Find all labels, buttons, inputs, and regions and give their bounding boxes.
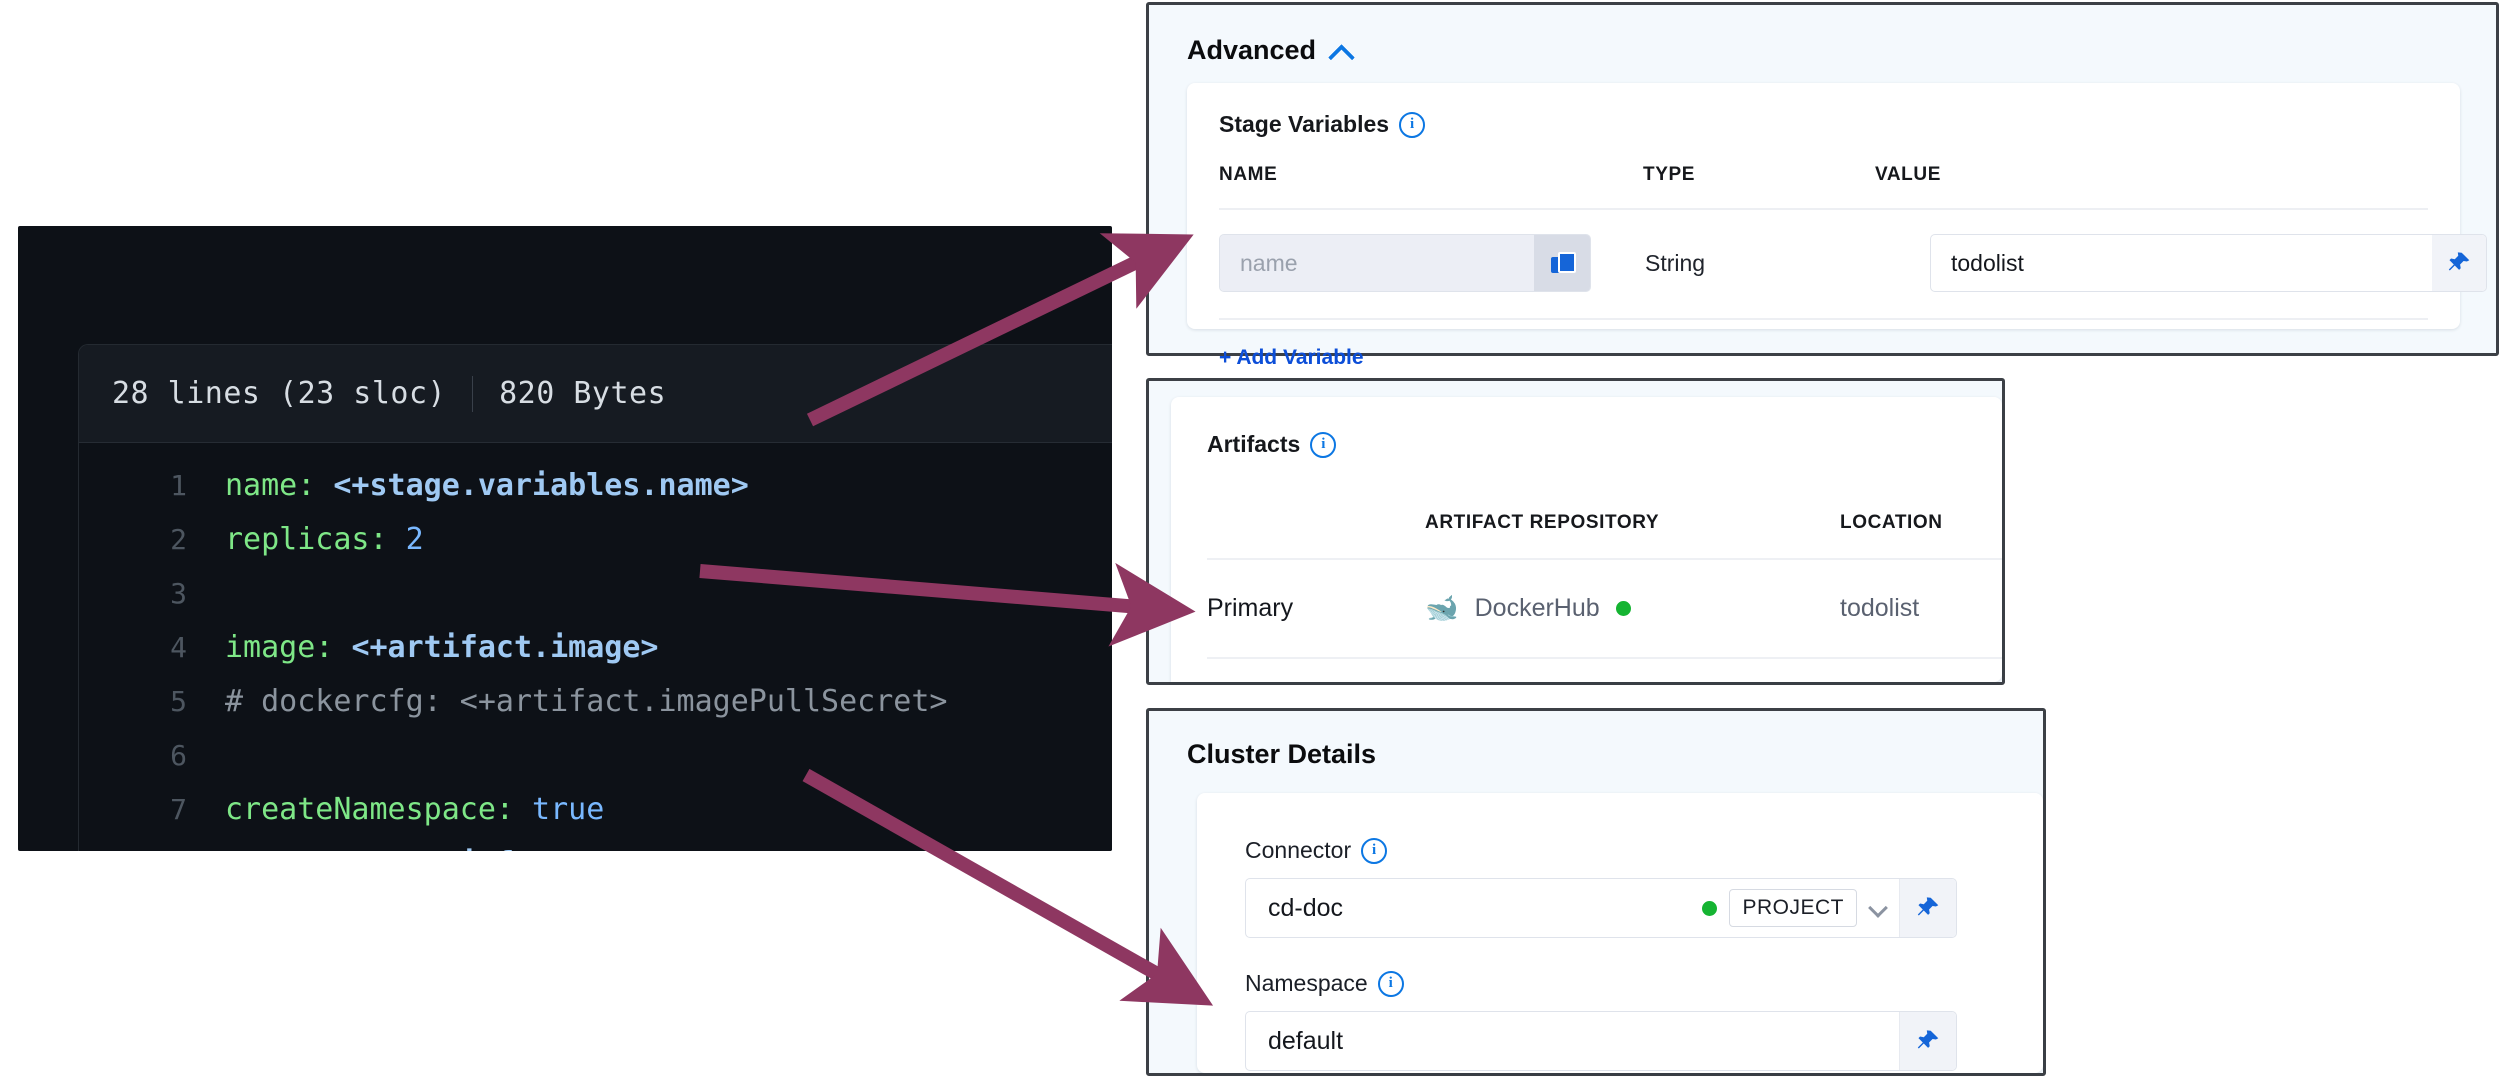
artifacts-panel: Artifacts i ARTIFACT REPOSITORY LOCATION… xyxy=(1146,378,2005,685)
code-line-6: 6 xyxy=(79,729,1112,783)
code-line-4: 4 image: <+artifact.image> xyxy=(79,621,1112,675)
namespace-value[interactable]: default xyxy=(1268,1026,1344,1055)
code-line-5: 5 # dockercfg: <+artifact.imagePullSecret… xyxy=(79,675,1112,729)
connector-label: Connector xyxy=(1245,837,1352,863)
code-line-8: 8namespace: <+infra.namespace> xyxy=(79,837,1112,851)
info-icon[interactable]: i xyxy=(1310,431,1337,458)
cluster-namespace-field[interactable]: default xyxy=(1245,1011,1957,1071)
cluster-details-card: Connector i cd-doc PROJECT Namespace i d… xyxy=(1197,793,2043,1073)
pencil-icon[interactable] xyxy=(2487,248,2501,278)
add-variable-button[interactable]: + Add Variable xyxy=(1219,346,1364,369)
code-line-number: 2 xyxy=(170,523,187,556)
column-header-location: LOCATION xyxy=(1840,512,1943,533)
status-dot-connected xyxy=(1702,900,1718,916)
code-line-2: 2 replicas: 2 xyxy=(79,513,1112,567)
stage-variable-value-text[interactable]: todolist xyxy=(1951,249,2024,276)
column-header-artifact-repository: ARTIFACT REPOSITORY xyxy=(1425,512,1660,533)
code-line-text: createNamespace: true xyxy=(225,792,605,827)
advanced-section-header[interactable]: Advanced xyxy=(1149,5,2496,66)
copy-icon[interactable] xyxy=(1534,235,1590,291)
advanced-panel: Advanced Stage Variables i NAME TYPE VAL… xyxy=(1146,2,2499,369)
code-line-number: 7 xyxy=(170,793,187,826)
stage-variable-name-text[interactable]: name xyxy=(1220,235,1534,291)
artifact-repository-cell[interactable]: 🐋 DockerHub xyxy=(1425,594,1840,623)
artifact-repository-name: DockerHub xyxy=(1474,594,1600,622)
stage-variable-value-input[interactable]: todolist xyxy=(1930,234,2487,292)
chevron-down-icon[interactable] xyxy=(1869,899,1887,917)
info-icon[interactable]: i xyxy=(1399,111,1426,138)
column-header-name: NAME xyxy=(1219,164,1278,185)
code-line-text: # dockercfg: <+artifact.imagePullSecret> xyxy=(225,684,948,719)
code-line-7: 7 createNamespace: true xyxy=(79,783,1112,837)
code-line-number: 3 xyxy=(170,577,187,610)
code-line-count: 28 lines (23 sloc) xyxy=(112,376,447,411)
stage-variable-row: name String todolist xyxy=(1219,210,2487,320)
code-line-text: namespace: <+infra.namespace> xyxy=(225,837,749,851)
artifacts-table-header: ARTIFACT REPOSITORY LOCATION xyxy=(1207,484,2002,560)
artifacts-label-row: Artifacts i xyxy=(1207,431,2002,458)
pin-icon[interactable] xyxy=(1899,1012,1956,1070)
code-line-text: name: <+stage.variables.name> xyxy=(225,468,749,503)
status-dot-connected xyxy=(1615,601,1631,616)
code-line-text: replicas: 2 xyxy=(225,522,424,557)
artifacts-card: Artifacts i ARTIFACT REPOSITORY LOCATION… xyxy=(1171,397,2002,682)
pin-icon[interactable] xyxy=(1899,879,1956,937)
cluster-details-title: Cluster Details xyxy=(1187,739,1377,769)
code-line-number: 8 xyxy=(79,837,225,851)
code-line-1: 1 name: <+stage.variables.name> xyxy=(79,459,1112,513)
artifacts-primary-row[interactable]: Primary 🐋 DockerHub todolist xyxy=(1207,560,2002,659)
code-line-number: 1 xyxy=(170,469,187,502)
code-file-viewer: 28 lines (23 sloc) 820 Bytes 1 name: <+st… xyxy=(18,226,1112,851)
info-icon[interactable]: i xyxy=(1377,970,1404,997)
column-header-blank xyxy=(1207,512,1425,534)
cluster-details-panel: Cluster Details Connector i cd-doc PROJE… xyxy=(1146,708,2046,1076)
artifact-location: todolist xyxy=(1840,594,1920,622)
stage-variables-label: Stage Variables xyxy=(1219,111,1390,137)
docker-whale-icon: 🐋 xyxy=(1425,593,1459,623)
meta-divider xyxy=(472,375,474,412)
stage-variables-card: Stage Variables i NAME TYPE VALUE name S… xyxy=(1187,83,2487,369)
connector-field[interactable]: cd-doc PROJECT xyxy=(1245,878,1957,938)
column-header-value: VALUE xyxy=(1875,164,1941,185)
code-line-3: 3 xyxy=(79,567,1112,621)
code-line-number: 4 xyxy=(170,631,187,664)
connector-value[interactable]: cd-doc xyxy=(1268,893,1344,922)
connector-scope-chip[interactable]: PROJECT xyxy=(1729,889,1857,927)
stage-variable-name-input[interactable]: name xyxy=(1219,234,1591,292)
stage-variable-type: String xyxy=(1645,249,1706,276)
namespace-label: Namespace xyxy=(1245,970,1368,996)
stage-variables-table-header: NAME TYPE VALUE xyxy=(1219,164,2428,210)
artifact-kind: Primary xyxy=(1207,594,1294,622)
info-icon[interactable]: i xyxy=(1361,837,1388,864)
code-line-number: 6 xyxy=(170,739,187,772)
artifacts-label: Artifacts xyxy=(1207,431,1301,457)
namespace-label-row: Namespace i xyxy=(1245,970,2043,997)
code-byte-size: 820 Bytes xyxy=(499,376,667,411)
pin-icon[interactable] xyxy=(2432,235,2486,291)
code-file-card: 28 lines (23 sloc) 820 Bytes 1 name: <+st… xyxy=(78,344,1112,851)
code-line-number: 5 xyxy=(170,685,187,718)
code-line-text: image: <+artifact.image> xyxy=(225,630,659,665)
code-line-list: 1 name: <+stage.variables.name> 2 replicas:… xyxy=(79,443,1112,851)
code-file-meta-bar: 28 lines (23 sloc) 820 Bytes xyxy=(79,345,1112,443)
advanced-title: Advanced xyxy=(1187,35,1317,65)
connector-scope-group[interactable]: PROJECT xyxy=(1702,879,1899,937)
stage-variables-label-row: Stage Variables i xyxy=(1219,111,2428,138)
connector-label-row: Connector i xyxy=(1245,837,2043,864)
chevron-up-icon[interactable] xyxy=(1330,40,1352,62)
column-header-type: TYPE xyxy=(1643,164,1696,185)
